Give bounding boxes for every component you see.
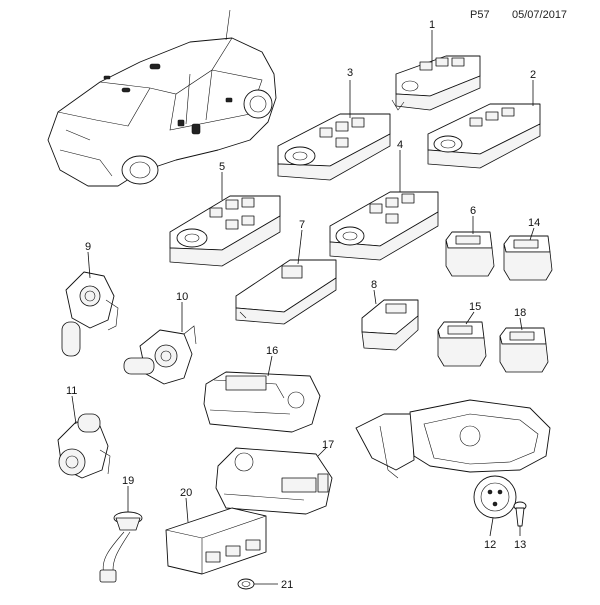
callout-6: 6 — [470, 205, 476, 217]
part-18-switch — [499, 327, 549, 373]
part-3-window-switch — [277, 113, 391, 181]
callout-4: 4 — [397, 139, 403, 151]
callout-20: 20 — [180, 487, 192, 499]
part-2-window-switch — [427, 103, 541, 169]
callout-15: 15 — [469, 301, 481, 313]
callout-3: 3 — [347, 67, 353, 79]
part-7-window-switch — [235, 259, 337, 325]
callout-11: 11 — [66, 385, 77, 397]
part-13-screw — [513, 501, 527, 527]
callout-7: 7 — [299, 219, 305, 231]
callout-17: 17 — [322, 439, 334, 451]
callout-19: 19 — [122, 475, 134, 487]
callout-2: 2 — [530, 69, 536, 81]
callout-16: 16 — [266, 345, 278, 357]
page-date: 05/07/2017 — [512, 9, 568, 21]
page-code: P57 — [470, 9, 490, 21]
callout-9: 9 — [85, 241, 91, 253]
callout-8: 8 — [371, 279, 377, 291]
callout-numbers: 1 2 3 4 5 6 7 8 9 10 11 12 13 14 15 16 1… — [66, 19, 540, 591]
callout-12: 12 — [484, 539, 496, 551]
mirror-assembly — [355, 399, 551, 479]
callout-1: 1 — [429, 19, 435, 31]
callout-13: 13 — [514, 539, 526, 551]
part-8-switch — [361, 299, 419, 351]
callout-21: 21 — [281, 579, 293, 591]
part-12-mirror-motor — [473, 475, 517, 519]
part-6-switch — [445, 231, 495, 277]
callout-10: 10 — [176, 291, 188, 303]
callout-18: 18 — [514, 307, 526, 319]
part-19-sensor — [99, 511, 143, 583]
leader-lines — [71, 30, 535, 585]
part-17-module — [215, 447, 333, 515]
car-illustration — [47, 9, 277, 187]
callout-14: 14 — [528, 217, 540, 229]
part-1-window-switch — [391, 55, 481, 111]
part-20-control-unit — [165, 507, 267, 575]
part-10-motor — [123, 325, 197, 385]
part-9-motor — [61, 271, 119, 357]
part-5-window-switch — [169, 195, 281, 267]
callout-5: 5 — [219, 161, 225, 173]
part-15-switch — [437, 321, 487, 367]
part-21-grommet — [237, 578, 255, 590]
part-4-window-switch — [329, 191, 439, 261]
part-14-switch — [503, 235, 553, 281]
part-11-motor — [57, 413, 111, 479]
part-16-module — [203, 371, 321, 433]
